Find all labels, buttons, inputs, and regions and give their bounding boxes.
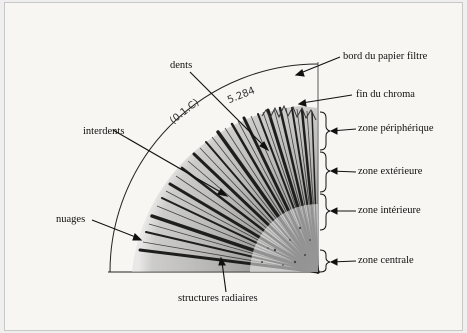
label-zone-centrale: zone centrale	[358, 255, 414, 267]
label-fin-du-chroma: fin du chroma	[356, 89, 415, 101]
label-structures-radiaires: structures radiaires	[178, 293, 258, 305]
label-bord-papier-filtre: bord du papier filtre	[343, 51, 427, 63]
label-nuages: nuages	[56, 214, 85, 226]
label-zone-peripherique: zone périphérique	[358, 123, 434, 135]
label-zone-exterieure: zone extérieure	[358, 166, 422, 178]
zone-braces	[320, 112, 330, 272]
label-zone-interieure: zone intérieure	[358, 205, 421, 217]
label-dents: dents	[170, 60, 192, 72]
label-interdents: interdents	[83, 126, 124, 138]
zone-arrows	[331, 128, 356, 265]
